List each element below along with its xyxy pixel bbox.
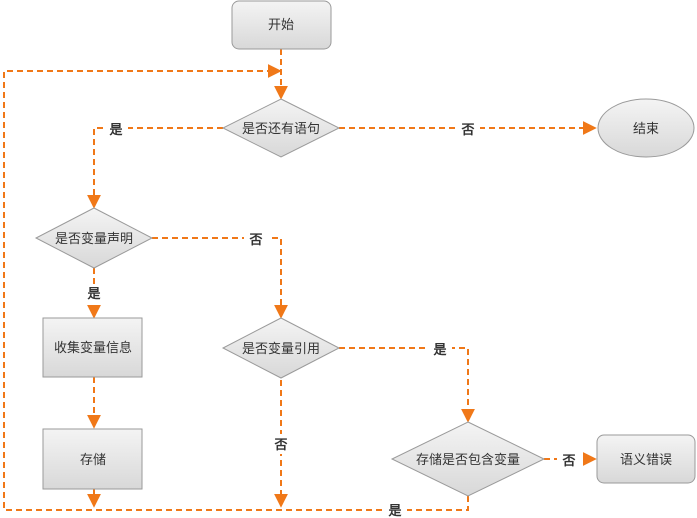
node-store-shape [42, 428, 143, 490]
node-stored-contains-var-shape [390, 421, 546, 497]
label-stored-contains-no: 否 [561, 454, 575, 469]
node-is-var-decl-shape [34, 207, 154, 269]
node-semantic-error-label: 语义错误 [620, 453, 672, 468]
node-is-var-ref-label: 是否变量引用 [242, 341, 320, 357]
label-bg [104, 119, 128, 139]
node-has-statement-shape [221, 98, 341, 158]
label-var-decl-no: 否 [248, 233, 262, 248]
label-var-ref-yes: 是 [432, 343, 447, 358]
edge-var-ref-to-stored-contains [339, 347, 475, 423]
edge-var-decl-to-var-ref [152, 237, 288, 319]
label-has-statement-no: 否 [460, 123, 474, 138]
label-var-decl-yes: 是 [86, 287, 101, 302]
node-collect-var-info-label: 收集变量信息 [54, 340, 132, 356]
label-bg [269, 434, 293, 454]
node-is-var-decl-label: 是否变量声明 [55, 231, 133, 247]
node-stored-contains-var: 存储是否包含变量 [390, 421, 546, 497]
label-loop-back-yes: 是 [387, 504, 402, 518]
node-semantic-error-shape [596, 434, 696, 484]
label-bg [428, 339, 452, 359]
label-bg [82, 284, 106, 304]
node-end: 结束 [597, 98, 695, 158]
node-is-var-ref: 是否变量引用 [221, 317, 341, 379]
node-collect-var-info-shape [42, 317, 143, 378]
label-bg [244, 229, 268, 249]
node-is-var-decl: 是否变量声明 [34, 207, 154, 269]
label-bg [456, 119, 480, 139]
node-store-label: 存储 [80, 453, 106, 468]
node-start: 开始 [231, 0, 332, 50]
edge-labels: 是 否 否 是 是 否 否 是 [82, 119, 581, 518]
node-has-statement: 是否还有语句 [221, 98, 341, 158]
node-start-shape [231, 0, 332, 50]
label-bg [383, 501, 407, 518]
label-bg [557, 450, 581, 470]
node-has-statement-label: 是否还有语句 [242, 122, 320, 137]
label-var-ref-no: 否 [273, 438, 287, 453]
node-start-label: 开始 [268, 18, 294, 33]
node-is-var-ref-shape [221, 317, 341, 379]
node-stored-contains-var-label: 存储是否包含变量 [416, 452, 520, 468]
node-collect-var-info: 收集变量信息 [42, 317, 143, 378]
node-end-label: 结束 [633, 122, 659, 137]
edge-has-statement-to-var-decl [87, 127, 223, 209]
node-semantic-error: 语义错误 [596, 434, 696, 484]
label-has-statement-yes: 是 [108, 123, 123, 138]
node-end-shape [597, 98, 695, 158]
node-store: 存储 [42, 428, 143, 490]
